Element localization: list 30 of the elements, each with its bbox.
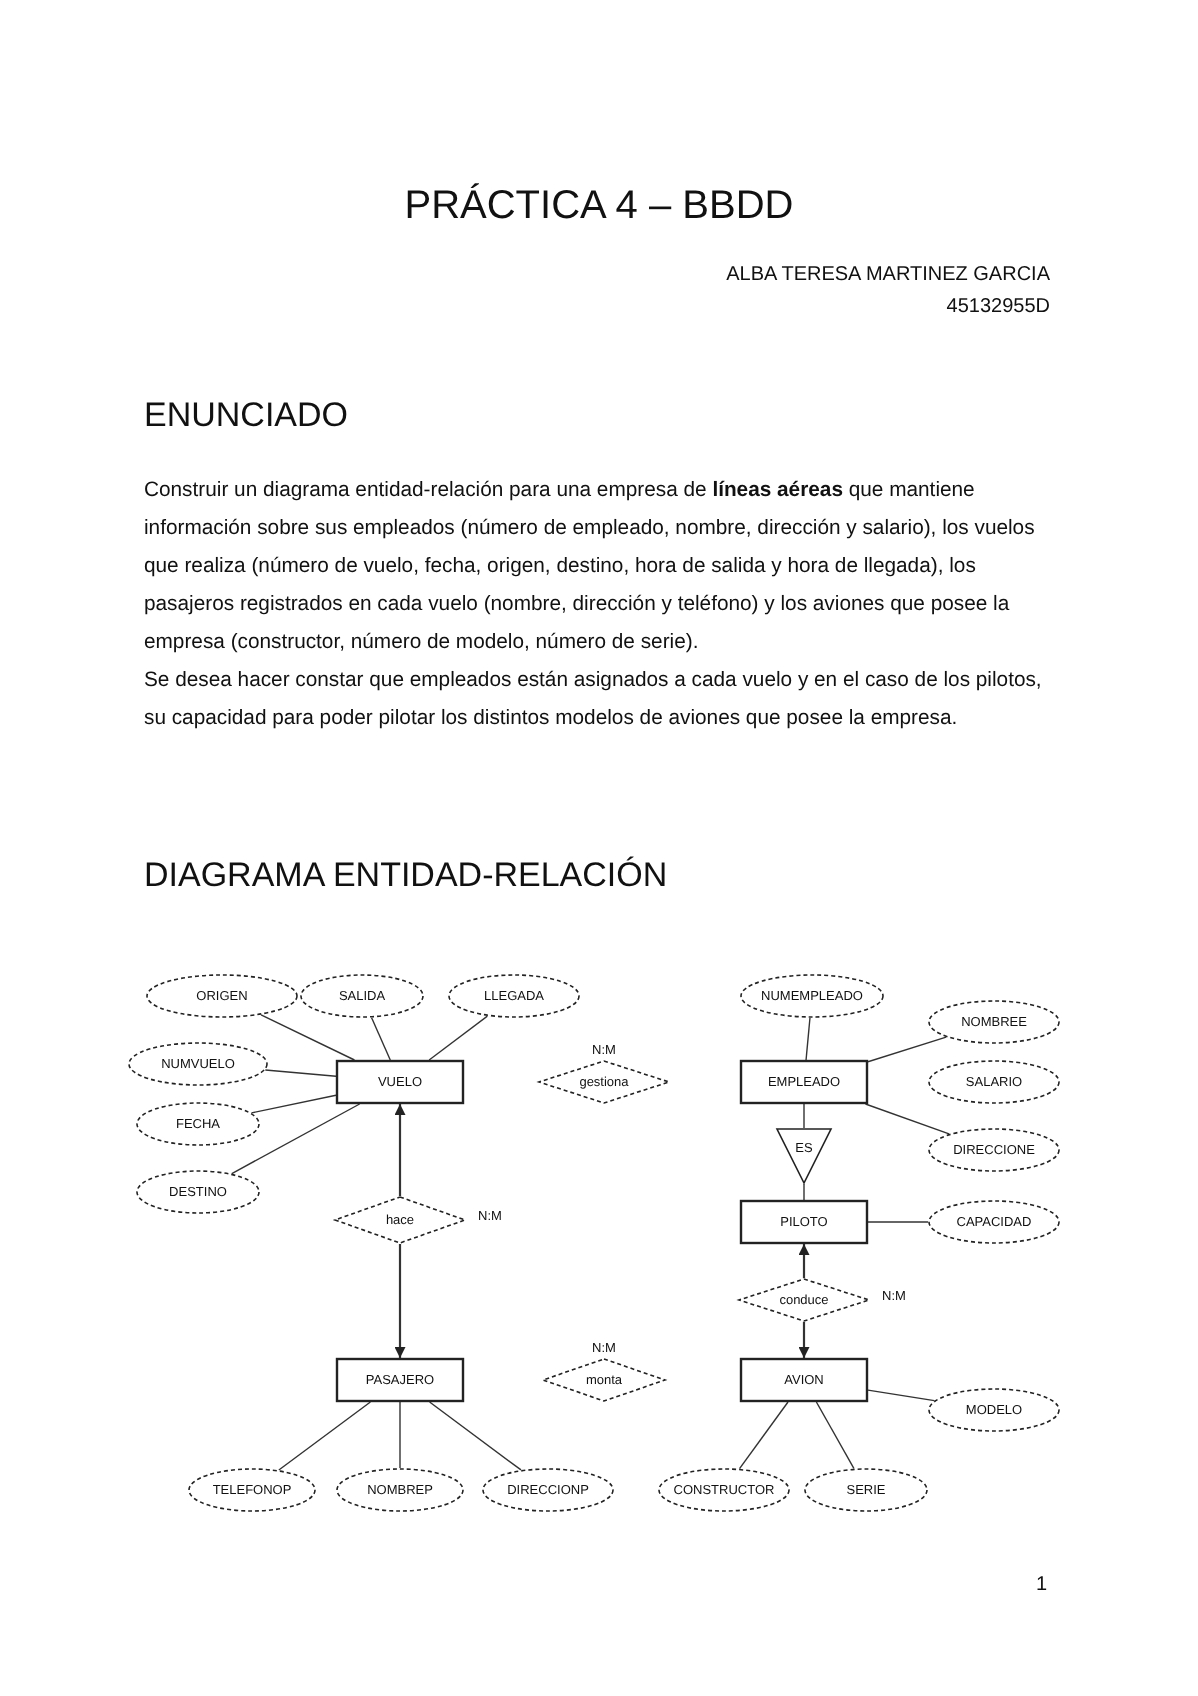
connector-line <box>278 1401 372 1471</box>
connector-line <box>428 1401 522 1471</box>
arrow <box>798 1244 810 1278</box>
connector-line <box>803 1183 805 1201</box>
connector-line <box>370 1017 391 1061</box>
page-number: 1 <box>1036 1574 1048 1596</box>
connector-line <box>231 1103 361 1175</box>
page-title: PRÁCTICA 4 – BBDD <box>402 184 796 230</box>
connector-line <box>738 1401 789 1470</box>
section-heading: ENUNCIADO <box>144 396 349 436</box>
connector-line <box>399 1401 401 1469</box>
connector-line <box>805 1017 811 1061</box>
paragraph: Se desea hacer constar que empleados están asignados a cada vuelo y en el caso de los pilotos, su capacidad para poder pilotar los distintos modelos de aviones que posee la empresa. <box>144 668 1044 734</box>
connector-line <box>428 1015 489 1061</box>
connector-line <box>867 1036 947 1063</box>
arrow <box>798 1322 810 1358</box>
arrow <box>394 1244 406 1358</box>
connector-line <box>803 1103 805 1129</box>
connector-line <box>864 1103 950 1135</box>
section-heading: DIAGRAMA ENTIDAD-RELACIÓN <box>144 856 668 896</box>
connector-line <box>815 1401 855 1470</box>
connector-line <box>264 1069 337 1077</box>
connector-line <box>867 1221 929 1223</box>
arrow <box>394 1104 406 1196</box>
connector-line <box>260 1014 356 1061</box>
author-name: ALBA TERESA MARTINEZ GARCIA <box>726 264 1050 286</box>
id-number: 45132955D <box>946 296 1050 318</box>
connector-line <box>250 1094 337 1114</box>
connector-line <box>867 1389 936 1402</box>
paragraph: Construir un diagrama entidad-relación para una empresa de líneas aéreas que mantiene información sobre sus empleados (número de empleado, nombre, dirección y salario), los vuelos que realiza (número de vuelo, fecha, origen, destino, hora de salida y hora de llegada), los pasajeros registrados en cada vuelo (nombre, dirección y teléfono) y los aviones que posee la empresa (constructor, número de modelo, número de serie). <box>144 478 1037 658</box>
